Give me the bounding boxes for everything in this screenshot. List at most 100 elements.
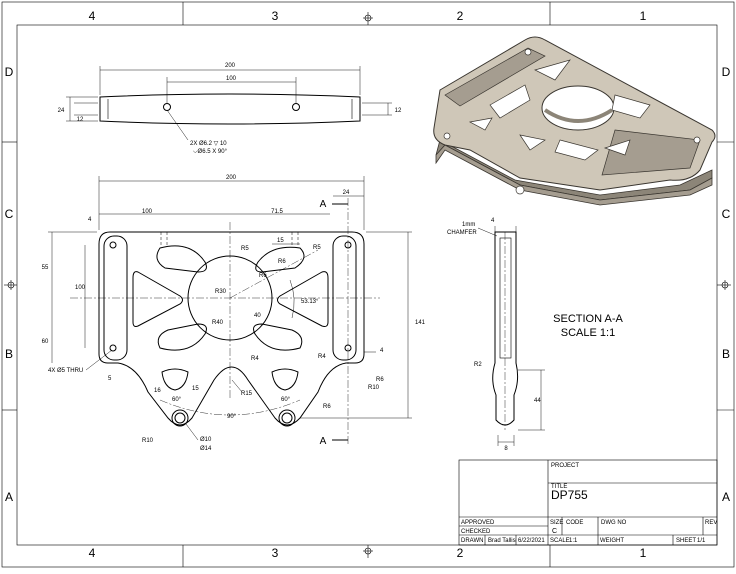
zone-col-label: 2: [457, 546, 464, 560]
centering-mark-right: [717, 280, 731, 290]
section-dim-44: 44: [534, 398, 541, 404]
dim-r5-right: R5: [313, 245, 321, 251]
dim-overall-height: 141: [415, 320, 426, 326]
dim-40: 40: [254, 313, 261, 319]
zone-col-label: 4: [89, 9, 96, 23]
section-label-bottom: A: [320, 436, 327, 447]
zone-col-label: 2: [457, 9, 464, 23]
dim-front-right-offset: 71.5: [271, 209, 283, 215]
pocket: [156, 245, 207, 273]
hole-note-2: ⌵Ø6.5 X 90°: [193, 149, 228, 155]
model-bore: [541, 85, 615, 131]
title-block-dwg-label: DWG NO: [601, 520, 627, 526]
dim-front-overall-width: 200: [226, 175, 237, 181]
zone-row-label: A: [722, 490, 730, 504]
hole-note-1: 2X Ø6.2 ▽ 10: [190, 141, 227, 147]
dim-r10-left: R10: [142, 438, 154, 444]
dim-r4-right: R4: [318, 354, 326, 360]
title-block-title-value: DP755: [551, 488, 588, 502]
title-block-size-label: SIZE: [550, 520, 563, 526]
title-block-drawn-date: 6/22/2021: [518, 538, 545, 544]
dim-r15: R15: [241, 391, 253, 397]
centering-mark-bottom: [363, 545, 373, 558]
hole-callout: 4X Ø5 THRU: [48, 368, 83, 374]
front-view: 200 100 71.5 24 4 55 60 100 141 15 R5 R5…: [42, 175, 426, 452]
title-block-drawn-by: Brad Tallis: [488, 538, 516, 544]
dim-5: 5: [108, 376, 112, 382]
dim-height-60: 60: [42, 339, 49, 345]
zone-col-label: 1: [640, 9, 647, 23]
title-block-size-value: C: [552, 528, 557, 535]
section-scale: SCALE 1:1: [561, 327, 615, 339]
dim-r6: R6: [278, 259, 286, 265]
title-block-approved: APPROVED: [461, 520, 495, 526]
centering-mark-top: [363, 12, 373, 25]
pocket: [157, 323, 207, 351]
dim-r6-bottom: R6: [323, 404, 331, 410]
pivot-hole-outer: [171, 409, 189, 427]
dim-r40: R40: [212, 320, 224, 326]
section-outline: [492, 231, 519, 426]
title-block-title-label: TITLE: [551, 484, 567, 490]
section-dim-8: 8: [504, 446, 508, 452]
zone-col-label: 3: [272, 546, 279, 560]
dim-r5-left: R5: [241, 246, 249, 252]
zone-row-label: B: [5, 347, 13, 361]
zone-col-label: 1: [640, 546, 647, 560]
chamfer-note-1: 1mm: [462, 222, 475, 228]
hole-leader: [166, 109, 189, 141]
pivot-hole-inner: [174, 412, 186, 424]
dim-r10-right: R10: [368, 385, 380, 391]
section-dim-r2: R2: [474, 362, 482, 368]
dim-slot-15: 15: [277, 238, 284, 244]
zone-col-label: 4: [89, 546, 96, 560]
section-view: 4 1mm CHAMFER R2 44 8 SECTION A-A SCALE …: [447, 218, 623, 452]
dim-angle-60-left: 60°: [172, 397, 182, 403]
zone-row-label: D: [5, 65, 14, 79]
dim-top-overall: 200: [225, 63, 236, 69]
dim-angle: 53.13°: [301, 299, 319, 305]
title-block: PROJECT TITLE DP755 APPROVED CHECKED DRA…: [458, 459, 717, 546]
centering-mark-left: [4, 280, 17, 290]
front-view-outline: [98, 231, 365, 426]
dim-r30: R30: [215, 289, 227, 295]
dim-d14: Ø14: [200, 446, 212, 452]
dim-top-hole-spacing: 100: [226, 76, 237, 82]
section-label-top: A: [320, 199, 327, 210]
title-block-project-label: PROJECT: [551, 463, 579, 469]
section-inner: [499, 237, 512, 359]
pocket: [253, 323, 303, 351]
dim-top-mid-height: 12: [77, 117, 84, 123]
zone-row-label: B: [722, 347, 730, 361]
title-block-weight-label: WEIGHT: [600, 538, 624, 544]
top-view-hole: [292, 103, 300, 111]
title-block-checked: CHECKED: [461, 529, 491, 535]
top-view-hole: [163, 103, 171, 111]
title-block-drawn: DRAWN: [461, 538, 483, 544]
zone-row-label: D: [722, 65, 731, 79]
pivot-hole-inner: [281, 412, 293, 424]
pocket: [277, 271, 329, 327]
zone-row-label: C: [5, 207, 14, 221]
top-view: 200 100 24 12 12 2X Ø6.2 ▽ 10 ⌵Ø6.5 X 90…: [58, 63, 402, 155]
mount-hole: [109, 344, 117, 352]
pocket: [271, 368, 299, 391]
chamfer-note-2: CHAMFER: [447, 230, 477, 236]
title-block-scale-label: SCALE: [550, 538, 570, 544]
dim-r4-left: R4: [251, 356, 259, 362]
dim-height-55: 55: [42, 265, 49, 271]
dim-r6-lower: R6: [376, 377, 384, 383]
pocket: [161, 368, 189, 391]
dim-height-100: 100: [75, 285, 86, 291]
section-title: SECTION A-A: [553, 313, 623, 325]
dim-right-tab: 24: [343, 190, 350, 196]
dim-top-left: 4: [88, 217, 92, 223]
dim-front-left-offset: 100: [142, 209, 153, 215]
dim-d10: Ø10: [200, 437, 212, 443]
dim-angle-60-right: 60°: [281, 397, 291, 403]
zone-col-label: 3: [272, 9, 279, 23]
isometric-model: [433, 36, 716, 206]
title-block-code-label: CODE: [566, 520, 583, 526]
